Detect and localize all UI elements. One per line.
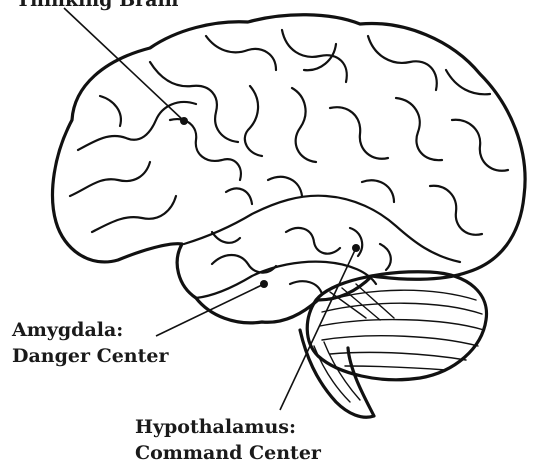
amygdala-dot [260, 280, 268, 288]
amygdala-leader [156, 284, 264, 336]
hypothalamus-leader [280, 248, 356, 410]
amygdala-label: Amygdala: Danger Center [12, 317, 169, 369]
hypothalamus-subtitle: Command Center [135, 440, 321, 466]
amygdala-subtitle: Danger Center [12, 343, 169, 369]
top-label-leader [64, 8, 184, 121]
top-label-dot [180, 117, 188, 125]
hypothalamus-label: Hypothalamus: Command Center [135, 414, 321, 466]
cerebrum [53, 15, 526, 323]
top-partial-label: Thinking Brain [16, 0, 179, 13]
hypothalamus-dot [352, 244, 360, 252]
hypothalamus-title: Hypothalamus: [135, 414, 321, 440]
amygdala-title: Amygdala: [12, 317, 169, 343]
top-partial-text: Thinking Brain [16, 0, 179, 11]
